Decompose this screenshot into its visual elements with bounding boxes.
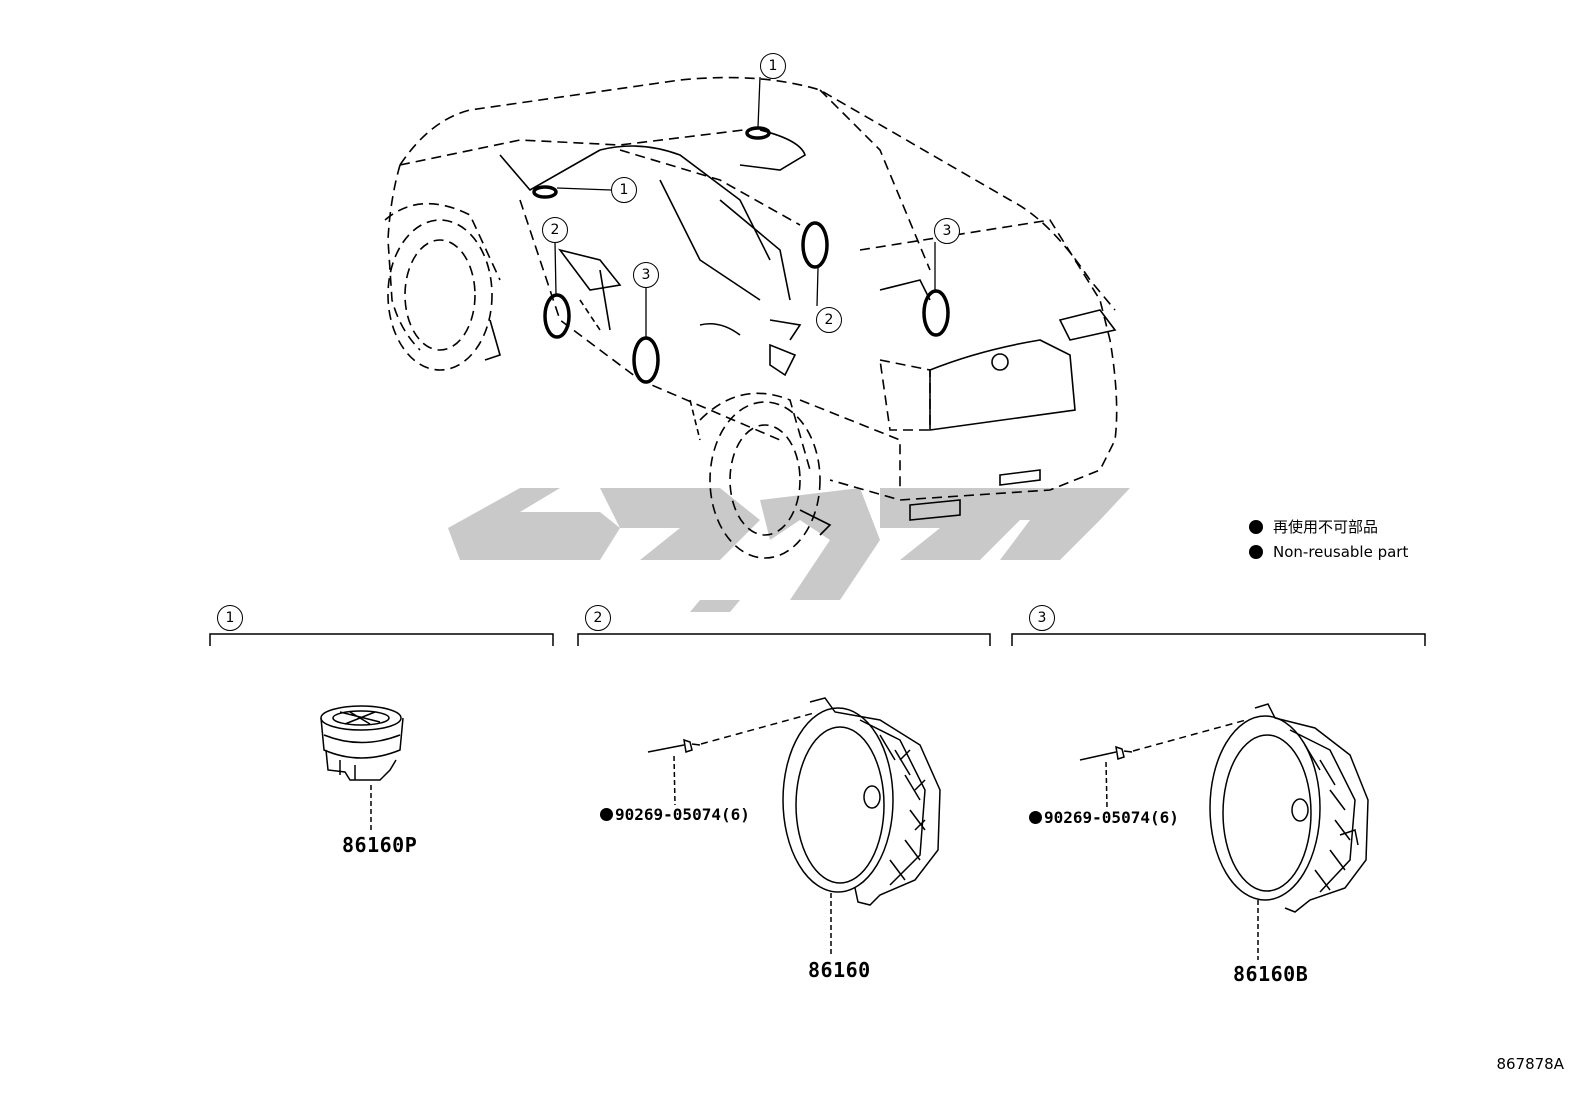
vehicle-outline — [384, 76, 1118, 559]
rivet-left-label: 90269-05074(6) — [615, 805, 750, 824]
part-number-rivet-left[interactable]: 90269-05074(6) — [600, 805, 750, 824]
front-speaker-drawing — [647, 697, 941, 957]
group-3-number: 3 — [1029, 605, 1055, 631]
callout-2-rear: 2 — [816, 307, 842, 333]
callout-3-rear: 3 — [934, 218, 960, 244]
rivet-right-label: 90269-05074(6) — [1044, 808, 1179, 827]
group-1-number: 1 — [217, 605, 243, 631]
part-number-rear-speaker[interactable]: 86160B — [1233, 962, 1309, 986]
filled-circle-icon — [1249, 519, 1263, 534]
group-2-number: 2 — [585, 605, 611, 631]
callout-1-top: 1 — [760, 53, 786, 79]
legend-text-jp: 再使用不可部品 — [1273, 518, 1379, 536]
legend-text-en: Non-reusable part — [1273, 542, 1409, 561]
rear-speaker-drawing — [1079, 703, 1369, 960]
tweeter-drawing — [320, 705, 404, 832]
part-number-front-speaker[interactable]: 86160 — [808, 958, 871, 982]
legend: 再使用不可部品 Non-reusable part — [1249, 514, 1408, 564]
watermark-logo — [448, 488, 1130, 612]
callout-3-front: 3 — [633, 262, 659, 288]
callout-leaders — [554, 76, 936, 338]
non-reusable-icon — [1029, 811, 1042, 824]
part-number-tweeter[interactable]: 86160P — [342, 833, 418, 857]
illustration-reference: 867878A — [1496, 1055, 1564, 1073]
legend-row-jp: 再使用不可部品 — [1249, 514, 1408, 539]
speaker-locations — [532, 126, 950, 384]
filled-circle-icon — [1249, 544, 1263, 559]
callout-2-front: 2 — [542, 217, 568, 243]
group-brackets — [209, 633, 1426, 646]
legend-row-en: Non-reusable part — [1249, 539, 1408, 564]
non-reusable-icon — [600, 808, 613, 821]
callout-1-front: 1 — [611, 177, 637, 203]
part-number-rivet-right[interactable]: 90269-05074(6) — [1029, 808, 1179, 827]
